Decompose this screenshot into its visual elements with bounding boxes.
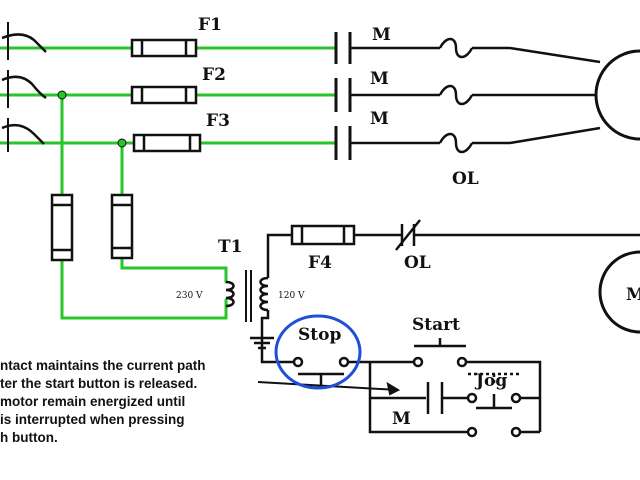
supply-hooks [1, 22, 47, 152]
note-line-2: ter the start button is released. [0, 376, 197, 391]
label-aux-contact: M [392, 409, 411, 429]
junctions [57, 90, 127, 148]
label-contact-3: M [370, 109, 389, 129]
label-jog: Jog [474, 371, 507, 391]
label-f3: F3 [206, 111, 230, 131]
label-ol-contact: OL [404, 253, 431, 273]
control-fuse-left [50, 193, 74, 262]
note-line-5: h button. [0, 430, 58, 445]
overload-heaters [438, 37, 601, 154]
fuse-f1 [130, 38, 198, 58]
explanation-note: ntact maintains the current path ter the… [0, 358, 206, 445]
control-circuit [260, 219, 640, 438]
label-motor-partial: M [626, 285, 640, 305]
power-lines [0, 46, 338, 320]
label-secondary-voltage: 120 V [278, 291, 305, 301]
drop-left [60, 93, 228, 320]
control-fuse-right [110, 193, 134, 260]
motor-control-coil [598, 250, 640, 334]
fuse-f3 [132, 133, 202, 153]
main-contacts [334, 32, 440, 160]
note-line-3: motor remain energized until [0, 394, 185, 409]
label-contact-2: M [370, 69, 389, 89]
power-fuses [130, 38, 202, 153]
label-f4: F4 [308, 253, 332, 273]
label-primary-voltage: 230 V [176, 291, 203, 301]
label-overload: OL [452, 169, 479, 189]
control-fuses [50, 193, 134, 262]
drop-right [120, 141, 228, 284]
label-f2: F2 [202, 65, 226, 85]
label-stop: Stop [298, 325, 341, 345]
label-contact-1: M [372, 25, 391, 45]
fuse-f2 [130, 85, 198, 105]
note-line-4: is interrupted when pressing [0, 412, 185, 427]
note-line-1: ntact maintains the current path [0, 358, 206, 373]
label-start: Start [412, 315, 460, 335]
stop-highlight [274, 314, 362, 390]
motor [594, 49, 640, 141]
label-t1: T1 [218, 237, 242, 257]
label-f1: F1 [198, 15, 222, 35]
